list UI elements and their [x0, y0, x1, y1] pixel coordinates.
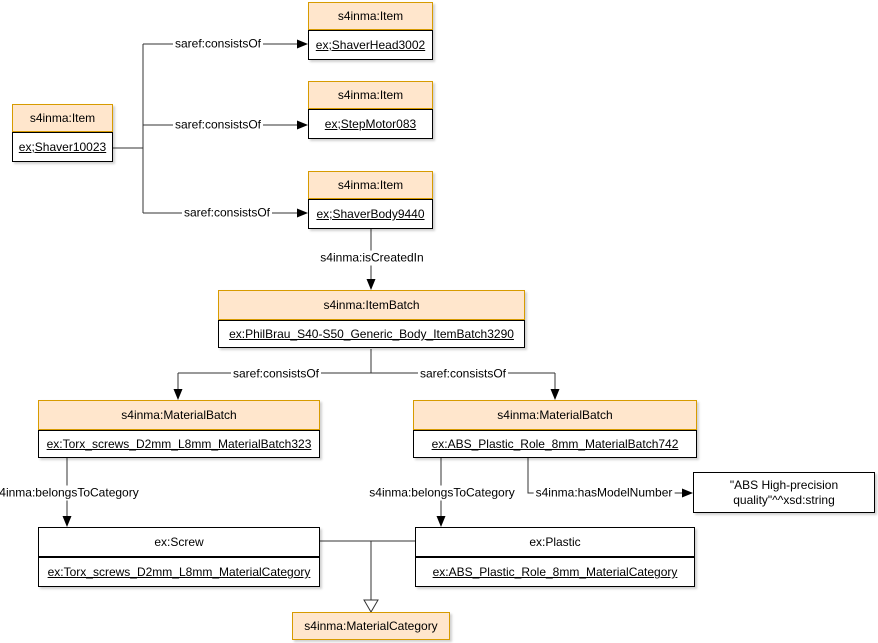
node-type-label: ex:Plastic: [415, 527, 695, 557]
edge-label-is-created-in: s4inma:isCreatedIn: [318, 250, 426, 266]
hollow-triangle-arrowhead: [363, 599, 379, 613]
arrowhead-consists-3: [297, 208, 308, 218]
edge-label-consists-of-plastic: saref:consistsOf: [417, 366, 509, 382]
node-instance-row: ex:ABS_Plastic_Role_8mm_MaterialBatch742: [413, 430, 697, 458]
node-instance-label: ex;ShaverHead3002: [315, 38, 426, 52]
node-instance-row: ex;ShaverBody9440: [308, 199, 433, 229]
arrowhead-belongs-left: [62, 516, 72, 527]
node-shaver-head: s4inma:Item ex;ShaverHead3002: [308, 2, 433, 60]
node-shaver-body: s4inma:Item ex;ShaverBody9440: [308, 171, 433, 229]
node-instance-label: ex;Shaver10023: [18, 140, 107, 154]
node-type-label: ex:Screw: [38, 527, 320, 557]
node-item-batch: s4inma:ItemBatch ex:PhilBrau_S40-S50_Gen…: [218, 290, 525, 348]
node-type-label: s4inma:MaterialBatch: [38, 400, 320, 430]
node-instance-label: ex:PhilBrau_S40-S50_Generic_Body_ItemBat…: [229, 327, 514, 341]
node-category-plastic: ex:Plastic ex:ABS_Plastic_Role_8mm_Mater…: [415, 527, 695, 587]
arrowhead-consists-4: [173, 389, 183, 400]
node-instance-label: ex;StepMotor083: [324, 117, 417, 131]
node-shaver: s4inma:Item ex;Shaver10023: [12, 104, 113, 162]
edge-label-belongs-to-category-left: s4inma:belongsToCategory: [0, 485, 141, 501]
node-category-screw: ex:Screw ex:Torx_screws_D2mm_L8mm_Materi…: [38, 527, 320, 587]
node-instance-label: ex:Torx_screws_D2mm_L8mm_MaterialCategor…: [47, 565, 311, 579]
arrowhead-consists-1: [297, 39, 308, 49]
edge-label-consists-of-head: saref:consistsOf: [172, 36, 264, 52]
node-instance-label: ex:ABS_Plastic_Role_8mm_MaterialCategory: [432, 565, 678, 579]
arrowhead-has-model-number: [682, 488, 693, 498]
edge-label-consists-of-body: saref:consistsOf: [181, 205, 273, 221]
edge-itembatch-split: [177, 349, 556, 390]
node-instance-row: ex:Torx_screws_D2mm_L8mm_MaterialCategor…: [38, 557, 320, 587]
edge-label-has-model-number: s4inma:hasModelNumber: [533, 485, 675, 501]
node-instance-row: ex;StepMotor083: [308, 109, 433, 139]
node-material-category-class: s4inma:MaterialCategory: [292, 612, 450, 640]
node-instance-row: ex:ABS_Plastic_Role_8mm_MaterialCategory: [415, 557, 695, 587]
edge-label-belongs-to-category-right: s4inma:belongsToCategory: [367, 485, 517, 501]
node-type-label: s4inma:Item: [308, 81, 433, 109]
node-instance-row: ex:PhilBrau_S40-S50_Generic_Body_ItemBat…: [218, 320, 525, 348]
edge-label-consists-of-screws: saref:consistsOf: [230, 366, 322, 382]
node-material-batch-plastic: s4inma:MaterialBatch ex:ABS_Plastic_Role…: [413, 400, 697, 458]
arrowhead-consists-5: [550, 389, 560, 400]
node-instance-row: ex:Torx_screws_D2mm_L8mm_MaterialBatch32…: [38, 430, 320, 458]
node-type-label: s4inma:Item: [308, 171, 433, 199]
node-instance-row: ex;ShaverHead3002: [308, 30, 433, 60]
node-type-label: s4inma:Item: [308, 2, 433, 30]
arrowhead-consists-2: [297, 120, 308, 130]
node-type-label: s4inma:MaterialBatch: [413, 400, 697, 430]
node-instance-label: ex:ABS_Plastic_Role_8mm_MaterialBatch742: [431, 437, 679, 451]
node-step-motor: s4inma:Item ex;StepMotor083: [308, 81, 433, 139]
arrowhead-belongs-right: [436, 516, 446, 527]
node-model-number-literal: "ABS High-precision quality"^^xsd:string: [693, 472, 875, 513]
node-type-label: s4inma:ItemBatch: [218, 290, 525, 320]
node-instance-label: ex:Torx_screws_D2mm_L8mm_MaterialBatch32…: [46, 437, 312, 451]
node-instance-label: ex;ShaverBody9440: [316, 207, 425, 221]
node-type-label: s4inma:Item: [12, 104, 113, 132]
node-material-batch-screws: s4inma:MaterialBatch ex:Torx_screws_D2mm…: [38, 400, 320, 458]
node-instance-row: ex;Shaver10023: [12, 132, 113, 162]
edge-label-consists-of-motor: saref:consistsOf: [172, 117, 264, 133]
arrowhead-is-created-in: [366, 279, 376, 290]
edge-category-junction: [320, 540, 415, 600]
